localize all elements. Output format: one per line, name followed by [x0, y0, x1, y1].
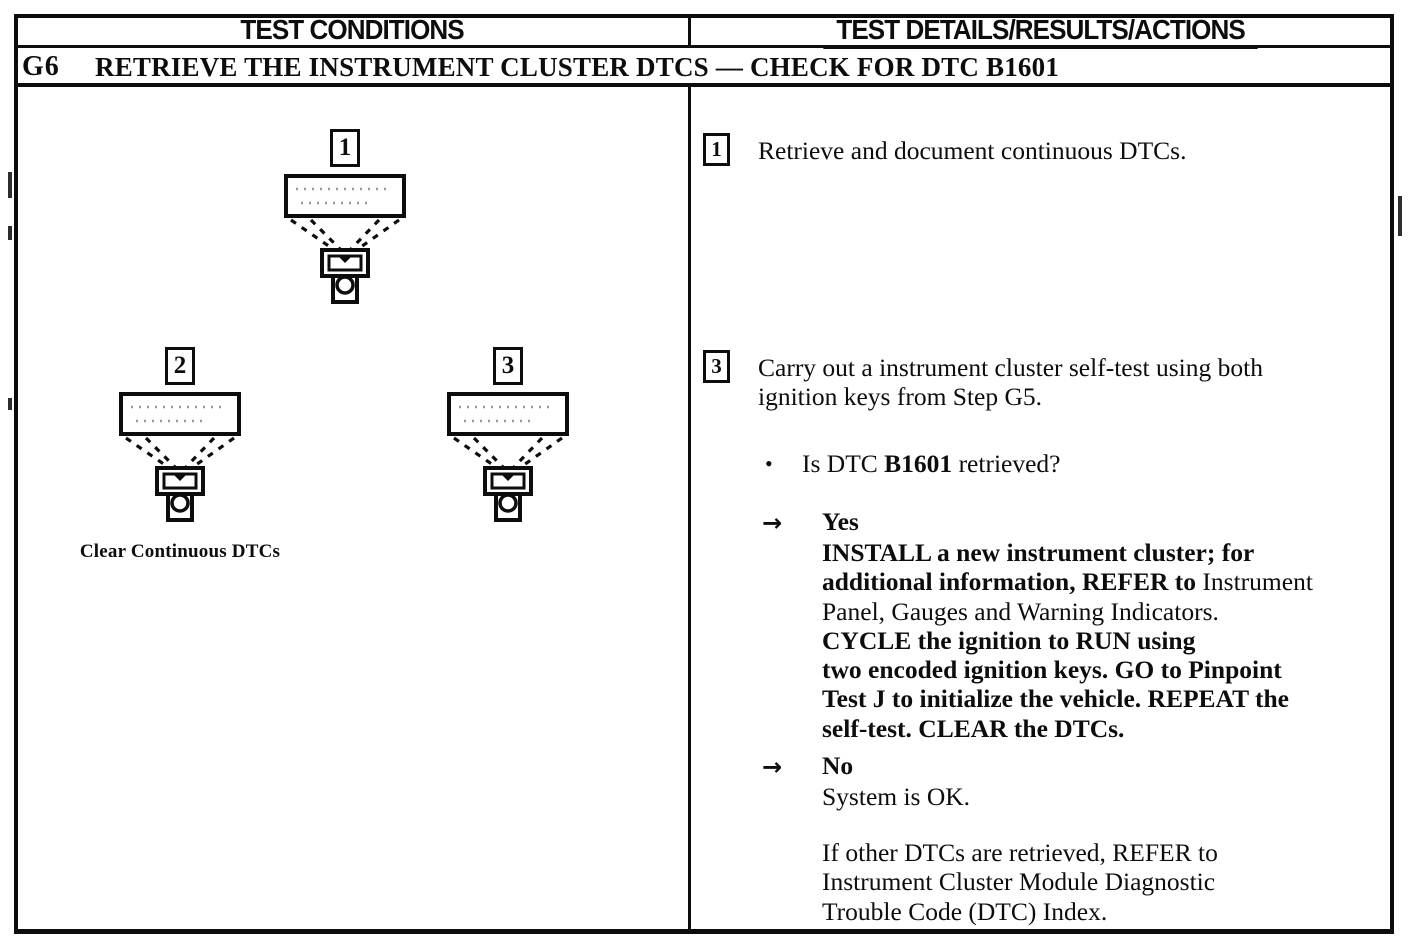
yes-label: Yes: [822, 507, 859, 536]
no-label: No: [822, 751, 854, 780]
display-and-key-diagram: [119, 392, 241, 522]
question-text: Is DTC B1601 retrieved?: [802, 449, 1061, 478]
table-border-top: [14, 14, 1394, 18]
column-divider-header: [688, 14, 691, 45]
column-header-test-details: TEST DETAILS/RESULTS/ACTIONS: [691, 16, 1390, 49]
condition-figure-3: 3: [428, 347, 588, 522]
table-border-left: [14, 14, 18, 934]
condition-figure-1: 1: [265, 129, 425, 304]
figure-number-box: 1: [330, 129, 360, 167]
test-details-label: TEST DETAILS/RESULTS/ACTIONS: [823, 16, 1258, 49]
pinpoint-step-id: G6: [22, 51, 60, 82]
figure-number-box: 3: [493, 347, 523, 385]
display-and-key-diagram: [284, 174, 406, 304]
display-and-key-diagram: [447, 392, 569, 522]
figure-number-box: 2: [165, 347, 195, 385]
no-arrow-icon: →: [762, 753, 782, 781]
pinpoint-step-title: RETRIEVE THE INSTRUMENT CLUSTER DTCS — C…: [95, 52, 1060, 82]
step-3-text: Carry out a instrument cluster self-test…: [758, 353, 1263, 412]
table-border-bottom: [14, 929, 1394, 934]
yes-arrow-icon: →: [762, 509, 782, 537]
figure-number: 3: [501, 352, 515, 379]
column-header-test-conditions: TEST CONDITIONS: [18, 16, 686, 46]
scan-artifact: [8, 172, 12, 198]
figure-2-caption: Clear Continuous DTCs: [79, 541, 281, 562]
scan-artifact: [1398, 196, 1402, 236]
step-1-text: Retrieve and document continuous DTCs.: [758, 136, 1187, 165]
scan-artifact: [8, 398, 12, 410]
figure-number: 2: [173, 352, 187, 379]
test-conditions-label: TEST CONDITIONS: [240, 14, 464, 45]
question-bullet: •: [765, 451, 773, 476]
step-3-number-box: 3: [703, 350, 730, 383]
step-1-number-box: 1: [703, 133, 730, 166]
condition-figure-2: 2: [100, 347, 260, 522]
scan-artifact: [8, 226, 12, 240]
header-separator: [14, 45, 1394, 48]
column-divider-main: [688, 87, 691, 929]
step-number: 3: [711, 354, 722, 378]
table-border-right: [1390, 14, 1394, 934]
title-row-separator: [14, 83, 1394, 87]
step-number: 1: [711, 137, 722, 161]
figure-number: 1: [338, 134, 352, 161]
no-result-text: System is OK.: [822, 782, 971, 811]
